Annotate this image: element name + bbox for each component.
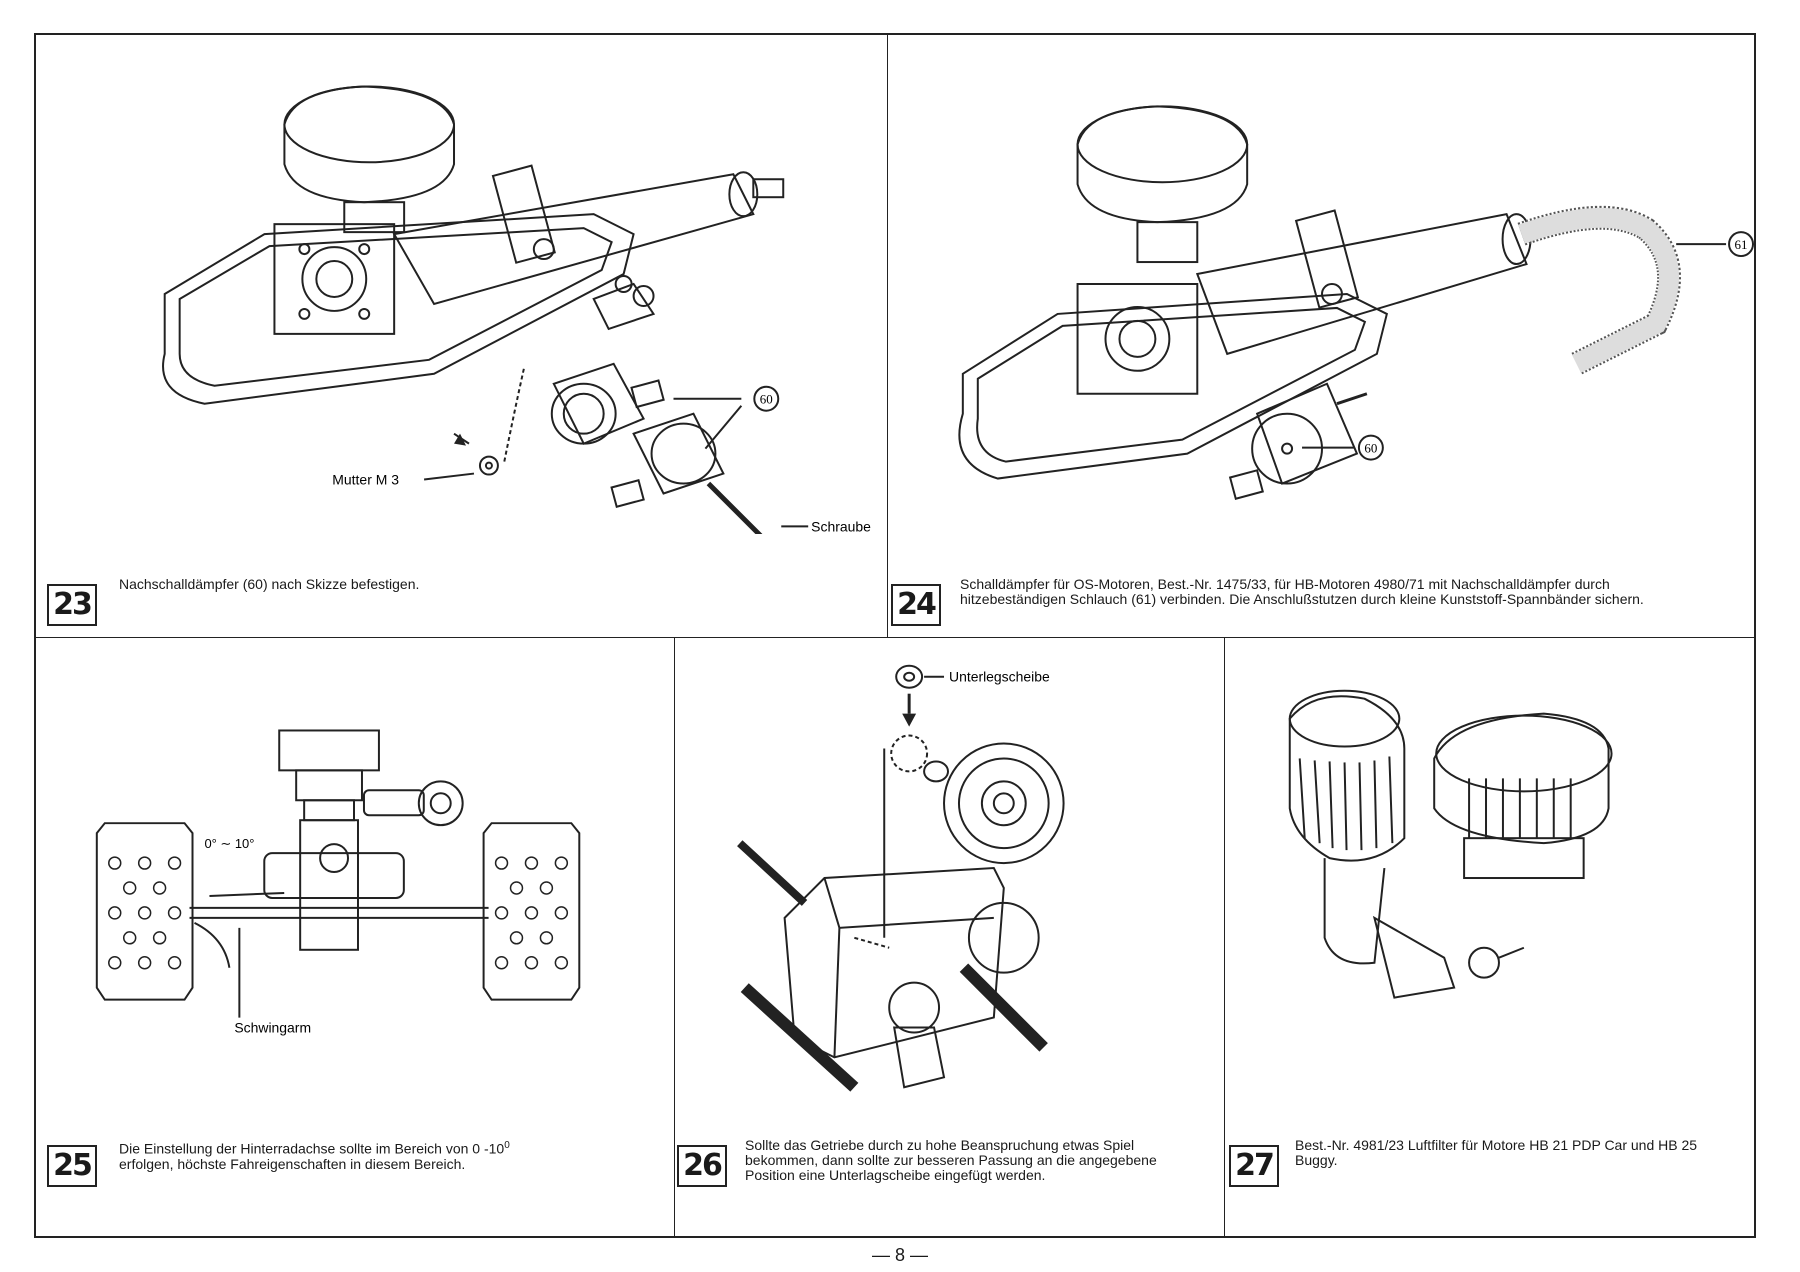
step-26-washer-label: Unterlegscheibe [949, 669, 1050, 685]
step-23-number: 23 [47, 584, 97, 626]
step-23-nut-label: Mutter M 3 [332, 472, 399, 488]
step-23-screw-label: Schraube [811, 518, 871, 534]
step-25-caption-line1: Die Einstellung der Hinterradachse sollt… [119, 1140, 505, 1157]
step-26-illustration: Unterlegscheibe [737, 664, 1065, 1092]
page-number: — 8 — [871, 1245, 928, 1265]
step-25-number: 25 [47, 1145, 97, 1187]
step-26-number: 26 [677, 1145, 727, 1187]
step-23-panel: 60 Mutter M 3 Schraube 23 Nachschalldämp… [34, 33, 888, 638]
step-26-panel: Unterlegscheibe 26 Sollte das Getriebe d… [674, 637, 1225, 1238]
step-25-caption-sup: 0 [504, 1140, 510, 1151]
step-27-number: 27 [1229, 1145, 1279, 1187]
step-24-number: 24 [891, 584, 941, 626]
step-24-panel: 61 60 24 Schalldämpfer für OS-Motoren, B… [887, 33, 1756, 638]
step-26-caption: Sollte das Getriebe durch zu hohe Beansp… [745, 1137, 1157, 1183]
step-27-illustration [1288, 689, 1613, 999]
step-24-caption: Schalldämpfer für OS-Motoren, Best.-Nr. … [960, 576, 1644, 607]
step-24-part-number: 60 [1364, 441, 1377, 456]
step-25-panel: 0° ∼ 10° Schwingarm 25 Die Einstellung d… [34, 637, 675, 1238]
step-23-illustration: 60 Mutter M 3 Schraube [162, 85, 871, 534]
step-23-caption: Nachschalldämpfer (60) nach Skizze befes… [119, 576, 420, 592]
step-25-arm-label: Schwingarm [234, 1020, 311, 1036]
step-25-angle-label: 0° ∼ 10° [204, 836, 254, 851]
step-27-panel: 27 Best.-Nr. 4981/23 Luftfilter für Moto… [1224, 637, 1756, 1238]
step-25-caption: Die Einstellung der Hinterradachse sollt… [119, 1138, 639, 1172]
step-27-caption: Best.-Nr. 4981/23 Luftfilter für Motore … [1295, 1137, 1698, 1168]
step-24-illustration: 61 60 [958, 105, 1755, 500]
step-25-caption-line2: erfolgen, höchste Fahreigenschaften in d… [119, 1155, 466, 1172]
step-23-part-number: 60 [760, 392, 773, 407]
step-25-illustration: 0° ∼ 10° Schwingarm [95, 729, 581, 1036]
step-24-hose-number: 61 [1735, 237, 1748, 252]
